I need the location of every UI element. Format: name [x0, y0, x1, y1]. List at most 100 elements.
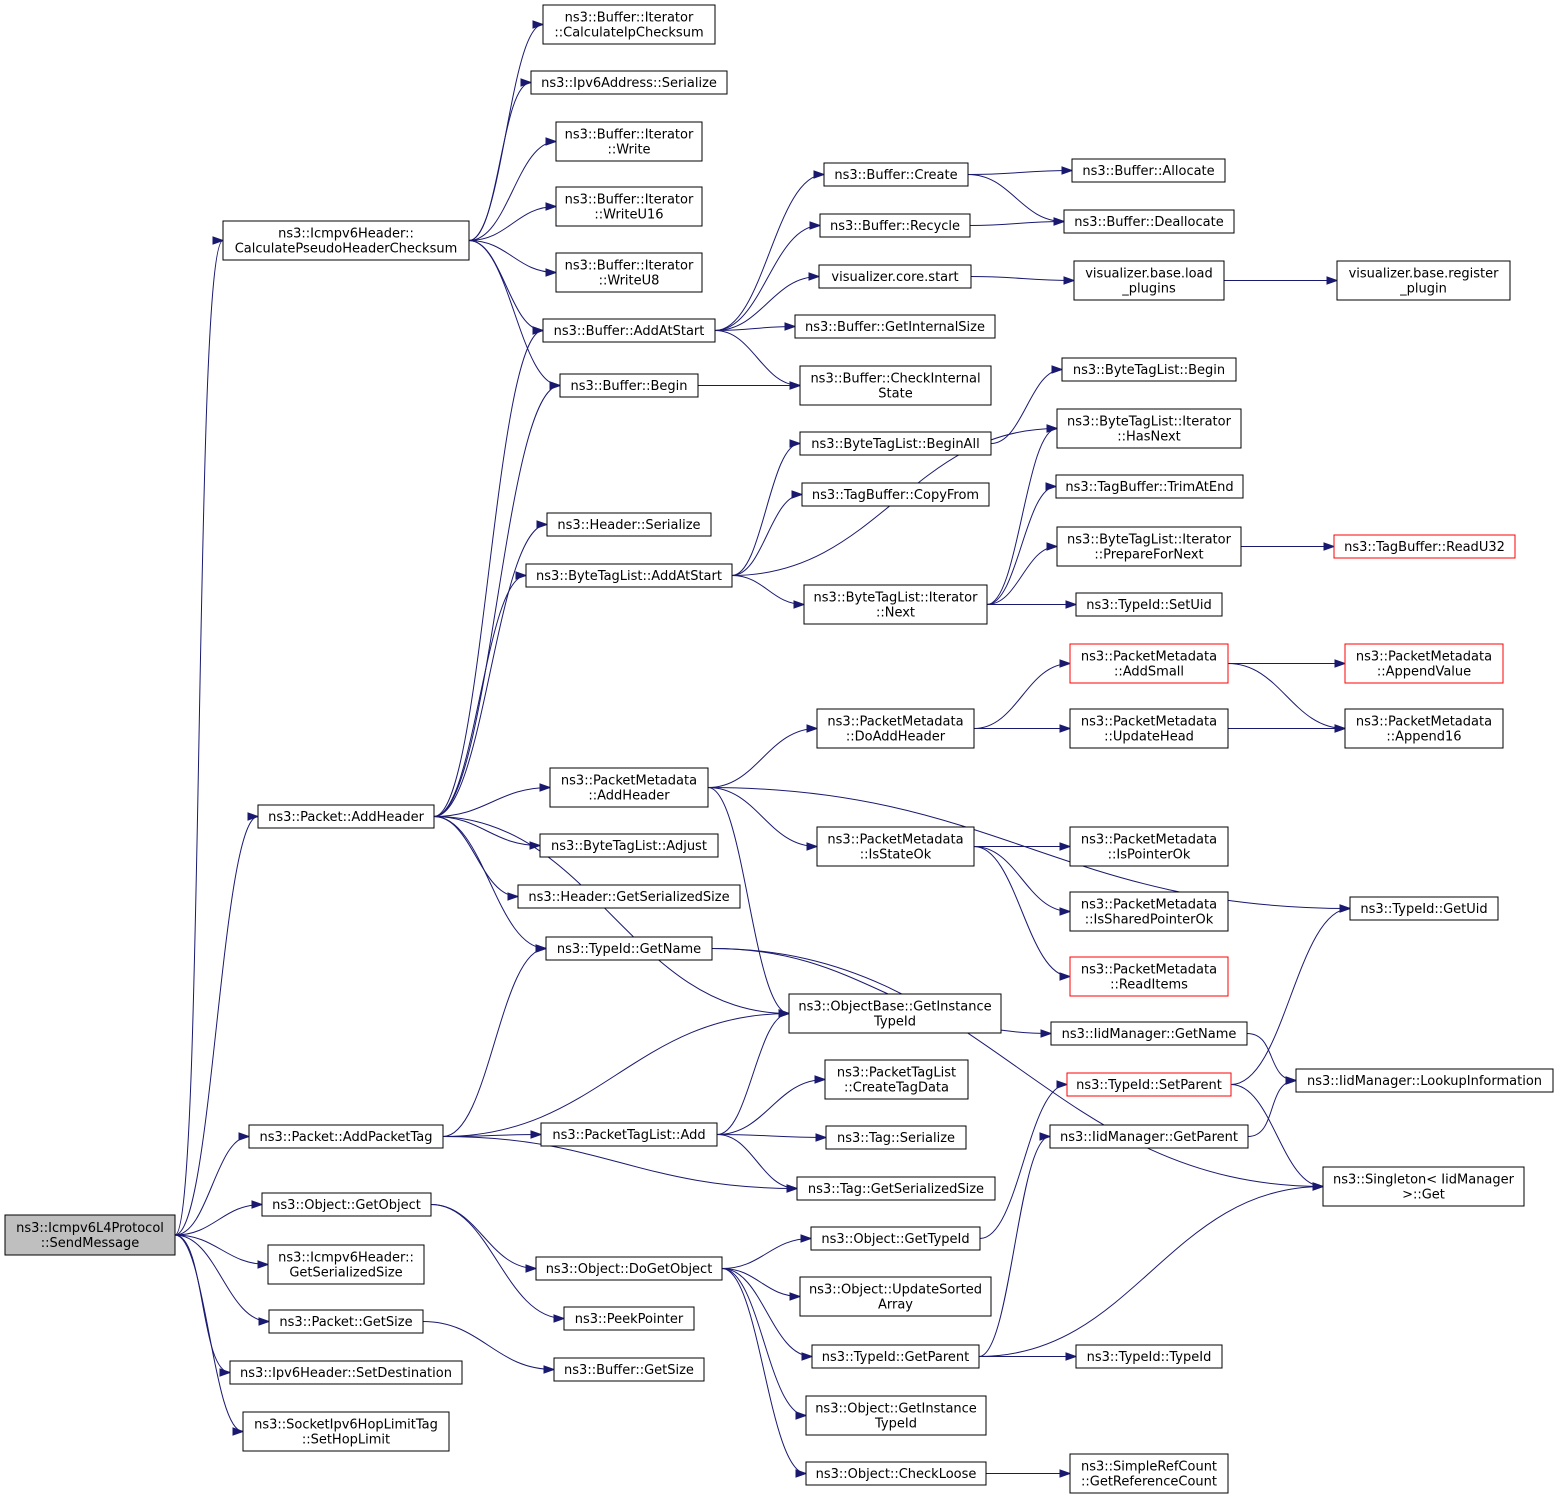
- node-buf-create[interactable]: ns3::Buffer::Create: [823, 162, 969, 187]
- node-ipv6-ser[interactable]: ns3::Ipv6Address::Serialize: [530, 70, 728, 95]
- node-viz-load-plugins[interactable]: visualizer.base.load_plugins: [1073, 260, 1225, 301]
- node-obj-get-type-id[interactable]: ns3::Object::GetTypeId: [810, 1226, 981, 1251]
- edge-btl-iter-next-to-tid-set-uid: [986, 600, 1078, 609]
- node-pm-is-state-ok[interactable]: ns3::PacketMetadata::IsStateOk: [816, 826, 975, 867]
- node-btl-iter-has-next[interactable]: ns3::ByteTagList::Iterator::HasNext: [1056, 408, 1242, 449]
- node-viz-core-start[interactable]: visualizer.core.start: [818, 264, 972, 289]
- node-buf-write-u16[interactable]: ns3::Buffer::Iterator::WriteU16: [555, 186, 703, 227]
- node-label: ns3::Object::GetTypeId: [821, 1232, 969, 1247]
- node-pm-update-head[interactable]: ns3::PacketMetadata::UpdateHead: [1069, 708, 1229, 749]
- arrowhead-icon: [536, 520, 549, 529]
- node-tid-type-id[interactable]: ns3::TypeId::TypeId: [1075, 1344, 1223, 1369]
- node-btl-begin[interactable]: ns3::ByteTagList::Begin: [1061, 357, 1237, 382]
- node-pm-is-pointer-ok[interactable]: ns3::PacketMetadata::IsPointerOk: [1069, 826, 1229, 867]
- node-tag-get-ser-size[interactable]: ns3::Tag::GetSerializedSize: [796, 1176, 996, 1201]
- node-iid-get-name[interactable]: ns3::IidManager::GetName: [1050, 1021, 1248, 1046]
- node-tid-get-parent[interactable]: ns3::TypeId::GetParent: [811, 1344, 980, 1369]
- node-label: ns3::PacketMetadata: [1081, 898, 1217, 913]
- node-btl-add-at-start[interactable]: ns3::ByteTagList::AddAtStart: [525, 563, 733, 588]
- node-iid-lookup-info[interactable]: ns3::IidManager::LookupInformation: [1295, 1068, 1554, 1093]
- node-box: [1322, 1166, 1525, 1207]
- node-box: [540, 1122, 718, 1147]
- node-calc-pseudo[interactable]: ns3::Icmpv6Header::CalculatePseudoHeader…: [222, 220, 470, 261]
- node-tb-trim-at-end[interactable]: ns3::TagBuffer::TrimAtEnd: [1055, 474, 1244, 499]
- edge-btl-begin-all-to-btl-begin: [990, 365, 1064, 444]
- node-label: ns3::Object::GetObject: [272, 1198, 421, 1213]
- node-pm-is-shared-ptr-ok[interactable]: ns3::PacketMetadata::IsSharedPointerOk: [1069, 891, 1229, 932]
- node-ptl-add[interactable]: ns3::PacketTagList::Add: [540, 1122, 718, 1147]
- node-label: ::CalculateIpChecksum: [554, 26, 703, 41]
- node-box: [546, 512, 712, 537]
- node-ptl-create-tag-data[interactable]: ns3::PacketTagList::CreateTagData: [824, 1059, 969, 1100]
- node-btl-begin-all[interactable]: ns3::ByteTagList::BeginAll: [799, 431, 992, 456]
- node-label: ::CreateTagData: [844, 1081, 949, 1096]
- node-tid-get-uid[interactable]: ns3::TypeId::GetUid: [1349, 896, 1499, 921]
- edge-root-to-set-hop-limit: [174, 1234, 245, 1436]
- node-singleton-get[interactable]: ns3::Singleton< IidManager>::Get: [1322, 1166, 1525, 1207]
- node-pkt-get-size[interactable]: ns3::Packet::GetSize: [268, 1309, 424, 1334]
- node-buf-recycle[interactable]: ns3::Buffer::Recycle: [819, 213, 971, 238]
- node-set-hop-limit[interactable]: ns3::SocketIpv6HopLimitTag::SetHopLimit: [242, 1411, 450, 1452]
- edge-line: [714, 174, 825, 331]
- node-buf-get-size[interactable]: ns3::Buffer::GetSize: [553, 1357, 705, 1382]
- node-btl-iter-prepare[interactable]: ns3::ByteTagList::Iterator::PrepareForNe…: [1056, 526, 1242, 567]
- node-pm-do-add-header[interactable]: ns3::PacketMetadata::DoAddHeader: [816, 708, 975, 749]
- arrowhead-icon: [1061, 166, 1074, 175]
- node-peek-pointer[interactable]: ns3::PeekPointer: [563, 1306, 695, 1331]
- node-label: _plugin: [1399, 282, 1447, 297]
- node-buf-write-u8[interactable]: ns3::Buffer::Iterator::WriteU8: [555, 252, 703, 293]
- edge-line: [986, 546, 1058, 605]
- node-box: [1075, 1344, 1223, 1369]
- node-btl-iter-next[interactable]: ns3::ByteTagList::Iterator::Next: [803, 584, 988, 625]
- node-viz-register-plugin[interactable]: visualizer.base.register_plugin: [1336, 260, 1511, 301]
- node-buf-write[interactable]: ns3::Buffer::Iterator::Write: [555, 121, 703, 162]
- node-pm-add-small[interactable]: ns3::PacketMetadata::AddSmall: [1069, 643, 1229, 684]
- node-obj-get-object[interactable]: ns3::Object::GetObject: [261, 1192, 432, 1217]
- node-src-get-ref-count[interactable]: ns3::SimpleRefCount::GetReferenceCount: [1069, 1453, 1229, 1494]
- node-label: ns3::PacketMetadata: [561, 774, 697, 789]
- node-tid-set-parent[interactable]: ns3::TypeId::SetParent: [1066, 1072, 1232, 1097]
- node-box: [799, 431, 992, 456]
- node-obj-check-loose[interactable]: ns3::Object::CheckLoose: [805, 1461, 987, 1486]
- node-pm-append-value[interactable]: ns3::PacketMetadata::AppendValue: [1344, 643, 1504, 684]
- node-ipv6-set-dest[interactable]: ns3::Ipv6Header::SetDestination: [229, 1360, 463, 1385]
- node-btl-adjust[interactable]: ns3::ByteTagList::Adjust: [539, 833, 719, 858]
- node-pkt-add-header[interactable]: ns3::Packet::AddHeader: [257, 804, 435, 829]
- node-box: [1066, 1072, 1232, 1097]
- node-buf-deallocate[interactable]: ns3::Buffer::Deallocate: [1063, 209, 1235, 234]
- node-buf-get-internal-size[interactable]: ns3::Buffer::GetInternalSize: [794, 314, 996, 339]
- node-obj-do-get-object[interactable]: ns3::Object::DoGetObject: [535, 1256, 723, 1281]
- node-label: ns3::Header::Serialize: [557, 518, 700, 533]
- node-buf-begin[interactable]: ns3::Buffer::Begin: [559, 373, 699, 398]
- node-calc-ip-ck[interactable]: ns3::Buffer::Iterator::CalculateIpChecks…: [542, 4, 716, 45]
- arrowhead-icon: [1326, 276, 1339, 285]
- node-tb-read-u32[interactable]: ns3::TagBuffer::ReadU32: [1333, 534, 1516, 559]
- node-tid-set-uid[interactable]: ns3::TypeId::SetUid: [1075, 592, 1223, 617]
- node-hdr-serialize[interactable]: ns3::Header::Serialize: [546, 512, 712, 537]
- node-tb-copy-from[interactable]: ns3::TagBuffer::CopyFrom: [801, 482, 990, 507]
- node-hdr-get-ser-size[interactable]: ns3::Header::GetSerializedSize: [517, 884, 741, 909]
- edge-root-to-pkt-add-packet-tag: [174, 1132, 251, 1236]
- node-label: ns3::Icmpv6Header::: [278, 227, 414, 242]
- node-pm-add-header[interactable]: ns3::PacketMetadata::AddHeader: [549, 767, 709, 808]
- node-label: ::DoAddHeader: [846, 730, 946, 745]
- node-label: ns3::Packet::AddHeader: [268, 810, 424, 825]
- node-buf-add-at-start[interactable]: ns3::Buffer::AddAtStart: [542, 318, 716, 343]
- node-root[interactable]: ns3::Icmpv6L4Protocol::SendMessage: [4, 1214, 176, 1256]
- edge-line: [731, 575, 805, 605]
- node-buf-allocate[interactable]: ns3::Buffer::Allocate: [1071, 158, 1226, 183]
- node-box: [1055, 474, 1244, 499]
- edge-line: [707, 728, 818, 788]
- edge-line: [967, 174, 1065, 222]
- node-iid-get-parent[interactable]: ns3::IidManager::GetParent: [1049, 1124, 1249, 1149]
- node-pm-append16[interactable]: ns3::PacketMetadata::Append16: [1344, 708, 1504, 749]
- node-icmp-ser-size[interactable]: ns3::Icmpv6Header::GetSerializedSize: [267, 1244, 425, 1285]
- node-pm-read-items[interactable]: ns3::PacketMetadata::ReadItems: [1069, 956, 1229, 997]
- node-tag-serialize[interactable]: ns3::Tag::Serialize: [825, 1125, 967, 1150]
- node-pkt-add-packet-tag[interactable]: ns3::Packet::AddPacketTag: [248, 1124, 444, 1149]
- node-tid-get-name[interactable]: ns3::TypeId::GetName: [545, 936, 713, 961]
